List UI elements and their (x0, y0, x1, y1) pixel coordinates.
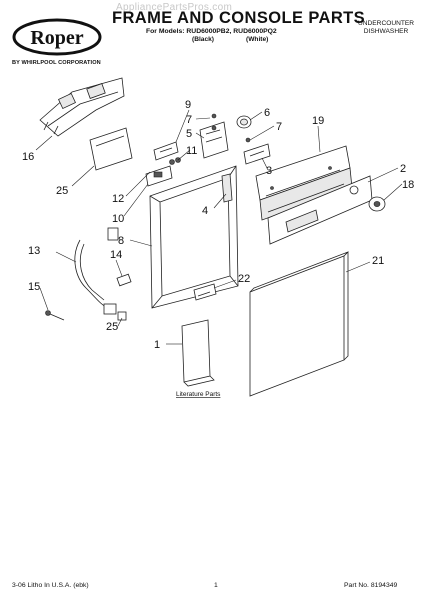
callout-2: 2 (400, 163, 406, 175)
callout-9: 9 (185, 99, 191, 111)
part-1-literature (181, 319, 215, 387)
part-8-door-frame (149, 165, 239, 309)
literature-parts-label: Literature Parts (176, 391, 221, 398)
part-19-outer-door-panel (249, 251, 349, 397)
part-18-console-panel (255, 145, 353, 221)
callout-7b: 7 (276, 121, 282, 133)
part-3-switch (243, 143, 271, 165)
footer-page-number: 1 (214, 582, 218, 589)
part-22-insulation-pad (89, 127, 133, 171)
part-10-hinge (145, 165, 173, 187)
part-9-bracket (153, 141, 179, 161)
callout-4: 4 (202, 205, 208, 217)
part-21-latch-clip (193, 283, 217, 301)
callout-19: 21 (372, 255, 384, 267)
callout-12: 12 (112, 193, 124, 205)
callout-25: 25 (106, 321, 118, 333)
callout-11: 11 (186, 145, 197, 157)
part-25-clip (117, 311, 127, 321)
callout-numbers: 16 25 9 7 5 6 7 11 12 10 3 4 19 2 18 8 1… (22, 99, 414, 351)
part-6-knob (236, 115, 252, 129)
callout-8: 8 (118, 235, 124, 247)
footer-part-number: Part No. 8194349 (344, 582, 398, 589)
footer-litho: 3-06 Litho In U.S.A. (ebk) (12, 582, 89, 589)
watermark: AppliancePartsPros.com (116, 2, 233, 13)
product-line-2: DISHWASHER (363, 28, 409, 35)
part-4-latch-strip (221, 173, 233, 203)
callout-21: 22 (238, 273, 250, 285)
part-14-connector (116, 273, 132, 287)
part-5-latch-assembly (199, 121, 229, 159)
callout-14: 14 (110, 249, 122, 261)
callout-15: 15 (28, 281, 40, 293)
callout-22: 25 (56, 185, 68, 197)
callout-3: 3 (266, 165, 272, 177)
callout-1: 1 (154, 339, 160, 351)
callout-7a: 7 (186, 114, 192, 126)
color-white-label: (White) (246, 36, 269, 43)
product-line-1: UNDERCOUNTER (358, 20, 415, 27)
part-11-screw (169, 157, 181, 165)
part-13-wire-harness (74, 227, 119, 315)
part-16-vent-housing (39, 77, 125, 137)
callout-10: 10 (112, 213, 124, 225)
product-type: UNDERCOUNTER DISHWASHER (358, 20, 414, 36)
part-2-control-panel (267, 175, 373, 245)
brand-tagline: BY WHIRLPOOL CORPORATION (12, 60, 101, 66)
leader-lines (35, 109, 403, 345)
callout-18: 19 (312, 115, 324, 127)
part-15-screw (45, 310, 65, 321)
models-line: For Models: RUD6000PB2, RUD6000PQ2 (146, 28, 277, 35)
brand-name: Roper (30, 27, 83, 49)
roper-logo: Roper (12, 18, 102, 56)
part-17-knob (368, 196, 386, 212)
callout-6: 6 (264, 107, 270, 119)
callout-5: 5 (186, 128, 192, 140)
callout-17: 18 (402, 179, 414, 191)
page-title: FRAME AND CONSOLE PARTS (112, 9, 366, 27)
callout-16: 16 (22, 151, 34, 163)
color-black-label: (Black) (192, 36, 214, 43)
callout-13: 13 (28, 245, 40, 257)
